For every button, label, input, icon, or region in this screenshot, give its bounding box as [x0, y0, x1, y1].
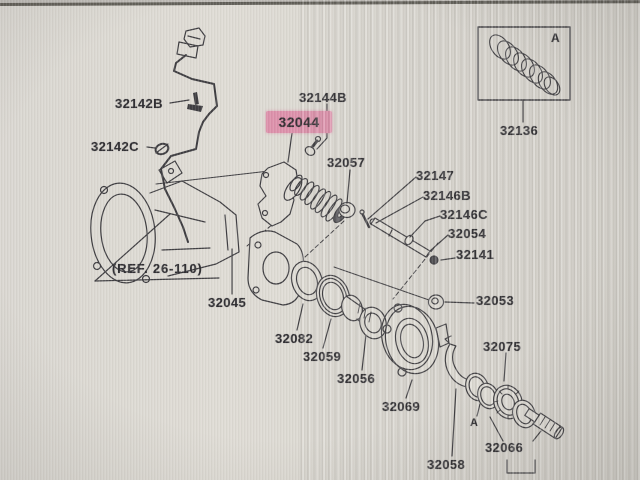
part-label-32044: 32044 — [278, 114, 320, 130]
part-label-32057: 32057 — [327, 155, 366, 170]
part-label-32045: 32045 — [208, 295, 247, 310]
part-label-32146b: 32146B — [423, 188, 471, 203]
part-label-32142b: 32142B — [115, 96, 163, 111]
part-label-32066: 32066 — [485, 440, 524, 455]
detail-marker-a-washer: A — [470, 417, 479, 429]
drive-shaft-32066 — [512, 399, 565, 440]
part-label-32053: 32053 — [476, 293, 515, 308]
detail-box-a — [477, 26, 571, 101]
part-label-32058: 32058 — [427, 457, 466, 472]
part-label-32069: 32069 — [382, 399, 421, 414]
callout-leaders — [94, 99, 542, 474]
retainer-cap-32069 — [380, 303, 450, 377]
washer-set-a — [465, 372, 499, 410]
connector — [176, 27, 206, 59]
sleeve-32056 — [341, 294, 387, 340]
part-label-32144b: 32144B — [299, 90, 347, 105]
pin-32147 — [359, 209, 371, 229]
part-label-32054: 32054 — [448, 226, 487, 241]
cap-nut-32057 — [338, 201, 356, 219]
push-rod-assembly — [359, 209, 439, 265]
ball-end-32141 — [429, 255, 439, 265]
part-label-32075: 32075 — [483, 339, 522, 354]
part-label-32141: 32141 — [456, 247, 495, 262]
release-cylinder — [257, 135, 356, 227]
rod-32054 — [370, 217, 431, 258]
ring-32053 — [427, 294, 445, 310]
harness-clip-32142b — [187, 92, 203, 112]
highlighted-part-label-32044: 32044 — [266, 111, 332, 133]
coil-spring — [489, 34, 561, 96]
part-label-32136: 32136 — [500, 123, 539, 138]
retainer-plate-32045 — [247, 230, 304, 306]
detail-marker-a-box: A — [551, 31, 561, 45]
part-label-32059: 32059 — [303, 349, 342, 364]
harness-clip-32142c — [154, 142, 170, 156]
part-label-32146c: 32146C — [440, 207, 488, 222]
bleeder-screw — [304, 135, 322, 156]
part-label-32147: 32147 — [416, 168, 455, 183]
part-label-32082: 32082 — [275, 331, 314, 346]
transmission-case — [90, 160, 240, 284]
wiring-harness — [154, 27, 218, 243]
ref-arrow — [94, 213, 220, 282]
part-label-32056: 32056 — [337, 371, 376, 386]
seal-ring-32082 — [290, 260, 324, 302]
part-label-32142c: 32142C — [91, 139, 139, 154]
reference-label: (REF. 26-110) — [112, 261, 203, 276]
